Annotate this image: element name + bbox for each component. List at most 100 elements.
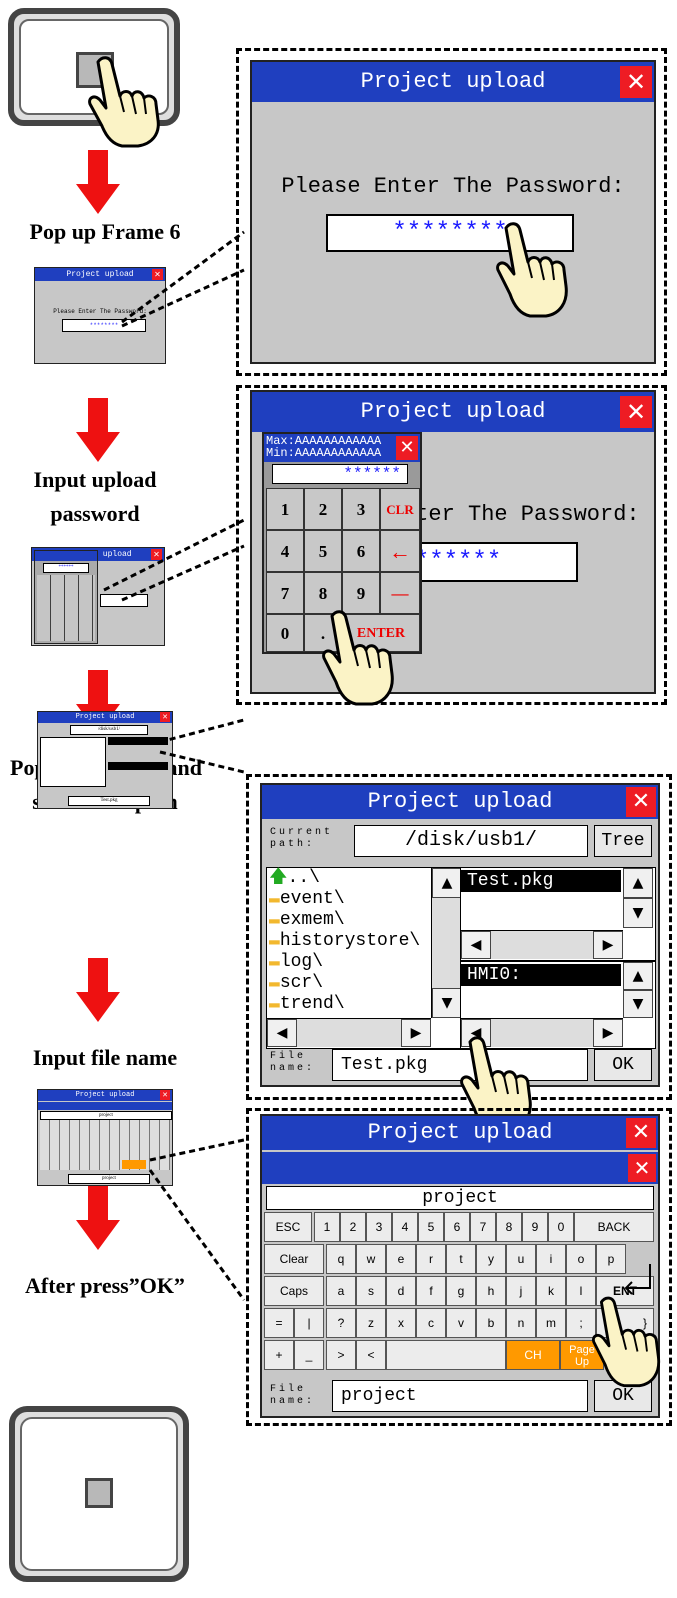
numpad-key-5[interactable]: 5 bbox=[304, 530, 342, 572]
key[interactable]: r bbox=[416, 1244, 446, 1274]
folder-item[interactable]: 🡅..\ bbox=[269, 868, 320, 888]
key-ch[interactable]: CH bbox=[506, 1340, 560, 1370]
filename-input[interactable]: project bbox=[332, 1380, 588, 1412]
key[interactable]: 3 bbox=[366, 1212, 392, 1242]
key[interactable]: d bbox=[386, 1276, 416, 1306]
key[interactable]: 5 bbox=[418, 1212, 444, 1242]
file-list[interactable]: Test.pkg ▲ ▼ ◀ ▶ bbox=[460, 867, 656, 961]
key[interactable]: o bbox=[566, 1244, 596, 1274]
folder-item[interactable]: ▬log\ bbox=[269, 952, 324, 972]
key[interactable]: = bbox=[264, 1308, 294, 1338]
key[interactable]: 0 bbox=[548, 1212, 574, 1242]
close-icon[interactable]: ✕ bbox=[626, 1118, 656, 1148]
drive-list[interactable]: HMI0: ▲ ▼ ◀ ▶ bbox=[460, 961, 656, 1049]
key[interactable]: 2 bbox=[340, 1212, 366, 1242]
key[interactable]: v bbox=[446, 1308, 476, 1338]
folder-item[interactable]: ▬exmem\ bbox=[269, 910, 345, 930]
key[interactable]: m bbox=[536, 1308, 566, 1338]
numpad-key-2[interactable]: 2 bbox=[304, 488, 342, 530]
key[interactable]: n bbox=[506, 1308, 536, 1338]
tree-button[interactable]: Tree bbox=[594, 825, 652, 857]
key[interactable]: 9 bbox=[522, 1212, 548, 1242]
numpad-key-clear[interactable]: CLR bbox=[380, 488, 420, 530]
close-icon[interactable]: ✕ bbox=[620, 396, 652, 428]
key[interactable]: _ bbox=[294, 1340, 324, 1370]
scroll-right-icon[interactable]: ▶ bbox=[401, 1019, 431, 1047]
numpad-key-minus[interactable]: — bbox=[380, 572, 420, 614]
key[interactable]: j bbox=[506, 1276, 536, 1306]
numpad-key-4[interactable]: 4 bbox=[266, 530, 304, 572]
key[interactable]: 7 bbox=[470, 1212, 496, 1242]
scroll-down-icon[interactable]: ▼ bbox=[432, 988, 462, 1018]
key-esc[interactable]: ESC bbox=[264, 1212, 312, 1242]
key-backspace[interactable]: BACK bbox=[574, 1212, 654, 1242]
scroll-down-icon[interactable]: ▼ bbox=[623, 990, 653, 1018]
numpad-key-9[interactable]: 9 bbox=[342, 572, 380, 614]
ok-button[interactable]: OK bbox=[594, 1380, 652, 1412]
numpad-key-backspace[interactable]: ← bbox=[380, 530, 420, 572]
ok-button[interactable]: OK bbox=[594, 1049, 652, 1081]
scroll-right-icon[interactable]: ▶ bbox=[593, 1019, 623, 1047]
key[interactable]: f bbox=[416, 1276, 446, 1306]
key[interactable]: z bbox=[356, 1308, 386, 1338]
scroll-right-icon[interactable]: ▶ bbox=[593, 931, 623, 959]
close-icon[interactable]: ✕ bbox=[626, 787, 656, 817]
key[interactable]: w bbox=[356, 1244, 386, 1274]
numpad-key-6[interactable]: 6 bbox=[342, 530, 380, 572]
key[interactable]: > bbox=[326, 1340, 356, 1370]
device-button[interactable] bbox=[85, 1478, 113, 1508]
scroll-left-icon[interactable]: ◀ bbox=[267, 1019, 297, 1047]
key-space[interactable] bbox=[386, 1340, 506, 1370]
keyboard-close-icon[interactable]: ✕ bbox=[628, 1154, 656, 1182]
folder-item[interactable]: ▬historystore\ bbox=[269, 931, 421, 951]
key[interactable]: ? bbox=[326, 1308, 356, 1338]
key[interactable]: b bbox=[476, 1308, 506, 1338]
key[interactable]: i bbox=[536, 1244, 566, 1274]
key[interactable]: k bbox=[536, 1276, 566, 1306]
drive-item-selected[interactable]: HMI0: bbox=[461, 964, 621, 986]
scroll-left-icon[interactable]: ◀ bbox=[461, 931, 491, 959]
path-input[interactable]: /disk/usb1/ bbox=[354, 825, 588, 857]
key[interactable]: s bbox=[356, 1276, 386, 1306]
key[interactable]: x bbox=[386, 1308, 416, 1338]
close-icon[interactable]: ✕ bbox=[620, 66, 652, 98]
key[interactable]: t bbox=[446, 1244, 476, 1274]
key[interactable]: e bbox=[386, 1244, 416, 1274]
numpad-key-7[interactable]: 7 bbox=[266, 572, 304, 614]
folder-item[interactable]: ▬event\ bbox=[269, 889, 345, 909]
key[interactable]: 1 bbox=[314, 1212, 340, 1242]
numpad-key-3[interactable]: 3 bbox=[342, 488, 380, 530]
key[interactable]: q bbox=[326, 1244, 356, 1274]
key-clear[interactable]: Clear bbox=[264, 1244, 324, 1274]
key[interactable]: ; bbox=[566, 1308, 596, 1338]
key[interactable]: + bbox=[264, 1340, 294, 1370]
folder-item[interactable]: ▬scr\ bbox=[269, 973, 324, 993]
key[interactable]: < bbox=[356, 1340, 386, 1370]
scroll-up-icon[interactable]: ▲ bbox=[432, 868, 462, 898]
key[interactable]: u bbox=[506, 1244, 536, 1274]
key-caps[interactable]: Caps bbox=[264, 1276, 324, 1306]
password-input[interactable]: ******** bbox=[326, 214, 574, 252]
numpad-key-1[interactable]: 1 bbox=[266, 488, 304, 530]
keyboard-input[interactable]: project bbox=[266, 1186, 654, 1210]
key[interactable]: g bbox=[446, 1276, 476, 1306]
key[interactable]: | bbox=[294, 1308, 324, 1338]
close-icon[interactable]: ✕ bbox=[396, 436, 418, 460]
key[interactable]: 4 bbox=[392, 1212, 418, 1242]
key[interactable]: a bbox=[326, 1276, 356, 1306]
scroll-up-icon[interactable]: ▲ bbox=[623, 962, 653, 990]
key[interactable]: c bbox=[416, 1308, 446, 1338]
key[interactable]: p bbox=[596, 1244, 626, 1274]
key[interactable]: h bbox=[476, 1276, 506, 1306]
scroll-up-icon[interactable]: ▲ bbox=[623, 868, 653, 898]
key[interactable]: y bbox=[476, 1244, 506, 1274]
key[interactable]: l bbox=[566, 1276, 596, 1306]
key[interactable]: 6 bbox=[444, 1212, 470, 1242]
file-item-selected[interactable]: Test.pkg bbox=[461, 870, 621, 892]
scroll-down-icon[interactable]: ▼ bbox=[623, 898, 653, 928]
folder-list[interactable]: 🡅..\ ▬event\ ▬exmem\ ▬historystore\ ▬log… bbox=[266, 867, 464, 1049]
numpad-key-0[interactable]: 0 bbox=[266, 614, 304, 652]
key[interactable]: 8 bbox=[496, 1212, 522, 1242]
numpad-key-8[interactable]: 8 bbox=[304, 572, 342, 614]
folder-item[interactable]: ▬trend\ bbox=[269, 994, 345, 1014]
